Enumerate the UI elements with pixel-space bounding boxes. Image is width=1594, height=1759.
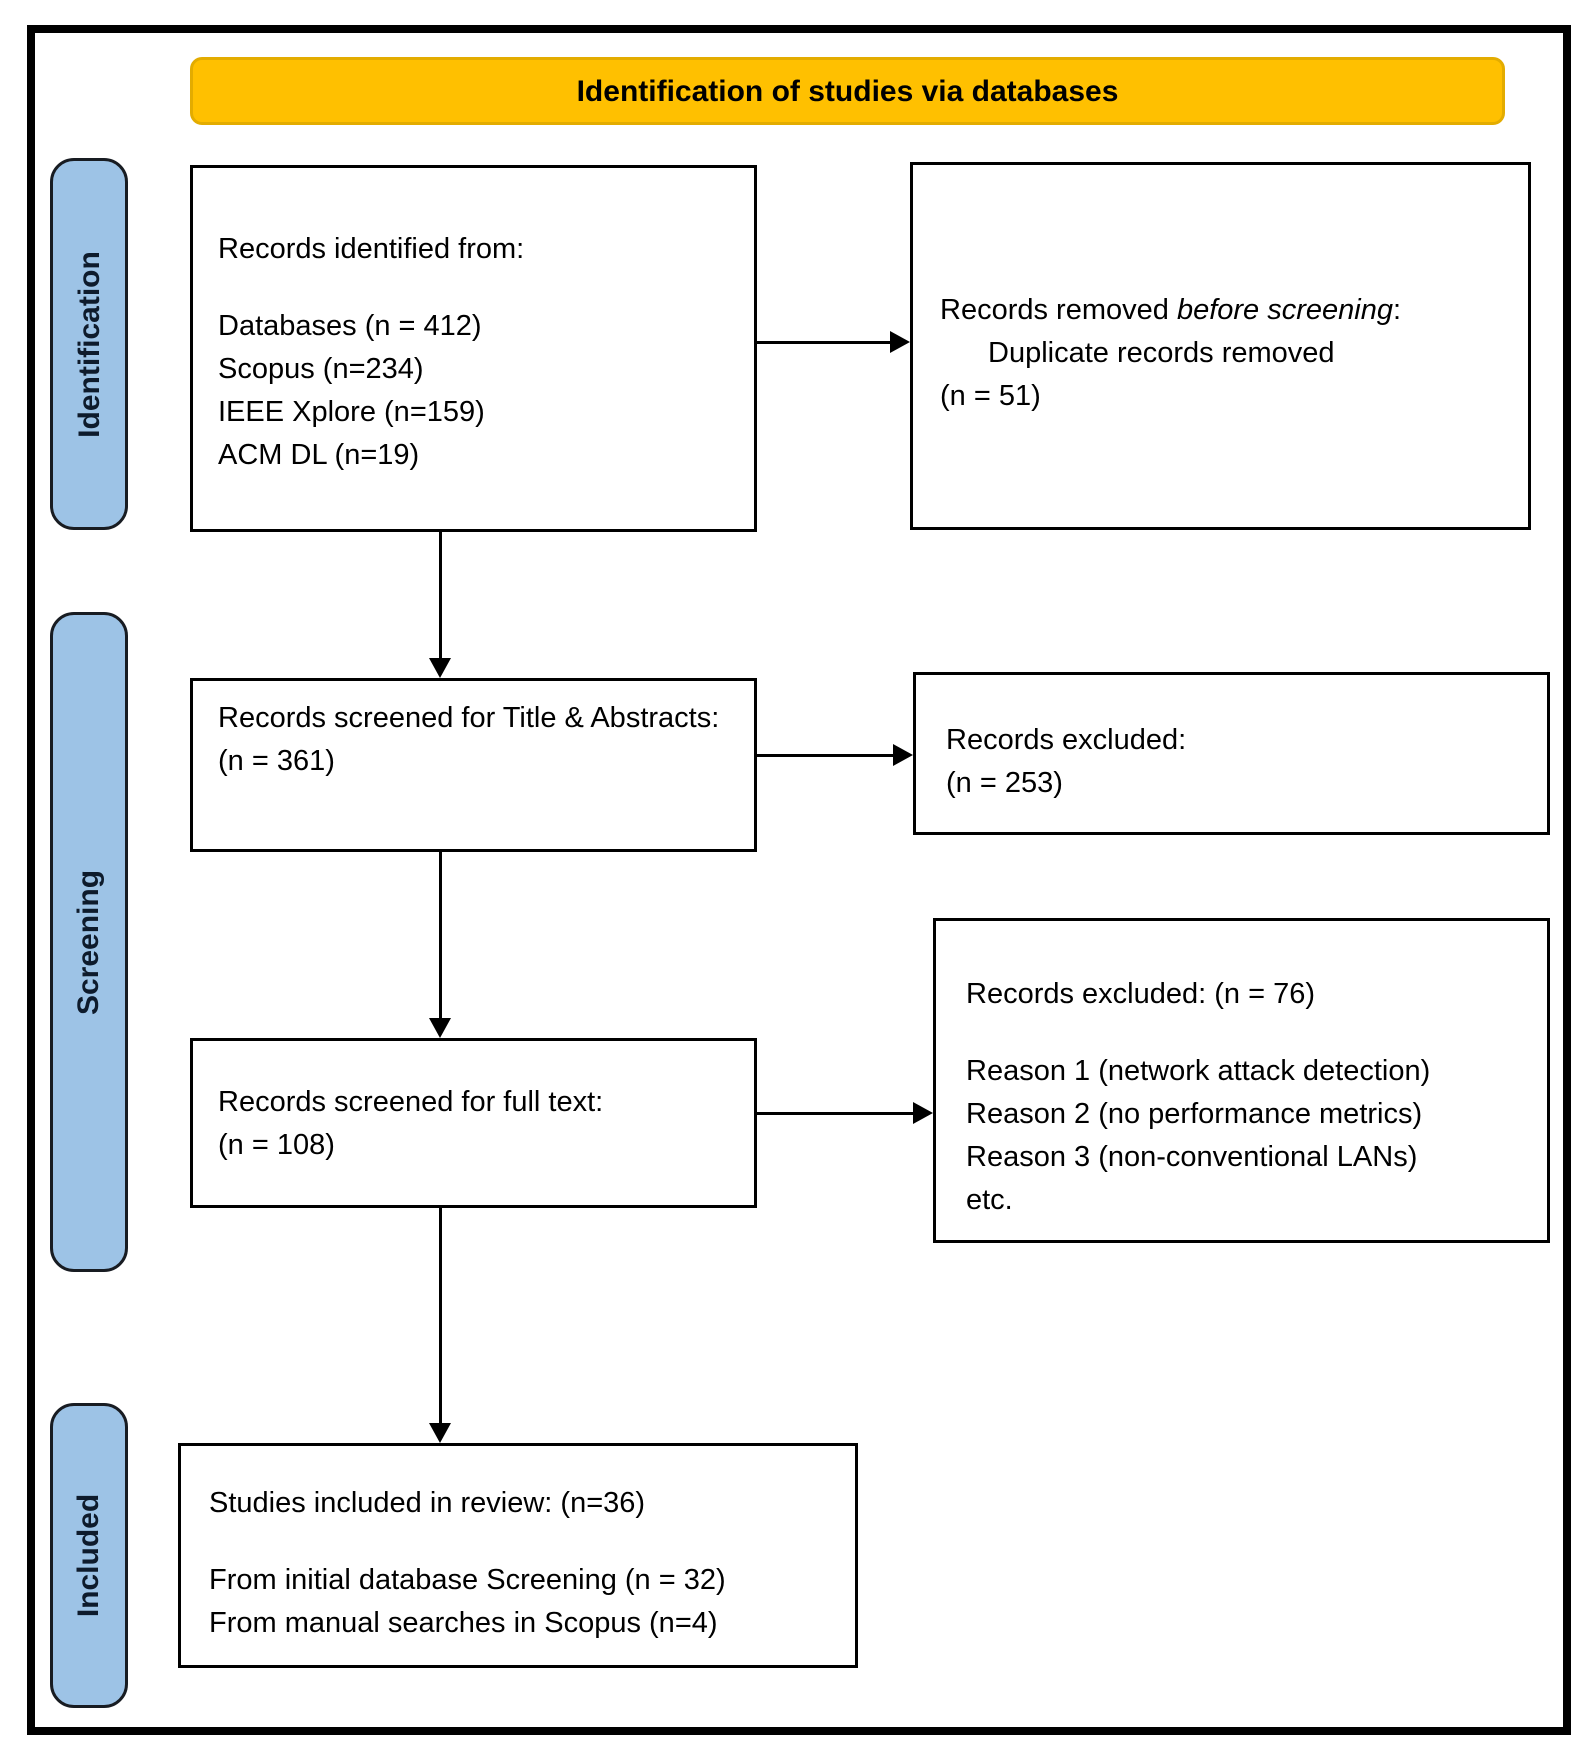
duplicates-removed-text: Duplicate records removed (988, 337, 1335, 369)
arrow-fulltext-to-included (439, 1208, 442, 1425)
stage-screening-label: Screening (72, 869, 106, 1015)
exclusion-reason-etc: etc. (966, 1184, 1013, 1216)
blank-line (218, 271, 736, 305)
source-acm-dl: ACM DL (n=19) (218, 439, 420, 471)
outer-frame (27, 25, 1571, 1735)
stage-included: Included (50, 1403, 128, 1708)
box-full-text-screening: Records screened for full text: (n = 108… (190, 1038, 757, 1208)
stage-identification-label: Identification (72, 250, 106, 438)
exclusion-reason-1: Reason 1 (network attack detection) (966, 1055, 1431, 1087)
duplicates-removed-count: (n = 51) (940, 380, 1041, 412)
included-from-database: From initial database Screening (n = 32) (209, 1564, 726, 1596)
records-removed-emphasis: before screening (1176, 294, 1393, 326)
box-studies-included: Studies included in review: (n=36) From … (178, 1443, 858, 1668)
records-removed-prefix: Records removed (940, 294, 1177, 326)
records-identified-heading: Records identified from: (218, 233, 525, 265)
banner: Identification of studies via databases (190, 57, 1505, 125)
arrowhead-down-icon (429, 1018, 451, 1038)
arrowhead-right-icon (890, 331, 910, 353)
box-records-removed-before-screening: Records removed before screening: Duplic… (910, 162, 1531, 530)
box-records-identified: Records identified from: Databases (n = … (190, 165, 757, 532)
box-records-excluded-title-abstract: Records excluded: (n = 253) (913, 672, 1550, 835)
arrow-title-to-fulltext-screening (439, 852, 442, 1020)
records-removed-suffix: : (1392, 294, 1402, 326)
blank-line (209, 1525, 837, 1559)
stage-identification: Identification (50, 158, 128, 530)
source-databases: Databases (n = 412) (218, 310, 482, 342)
full-text-excluded-heading: Records excluded: (n = 76) (966, 978, 1315, 1010)
title-abstract-screening-count: (n = 361) (218, 745, 335, 777)
arrow-identified-to-removed (757, 341, 894, 344)
exclusion-reason-2: Reason 2 (no performance metrics) (966, 1098, 1423, 1130)
source-scopus: Scopus (n=234) (218, 353, 424, 385)
title-abstract-screening-text: Records screened for Title & Abstracts: (218, 702, 720, 734)
full-text-screening-count: (n = 108) (218, 1129, 335, 1161)
exclusion-reason-3: Reason 3 (non-conventional LANs) (966, 1141, 1418, 1173)
box-records-excluded-full-text: Records excluded: (n = 76) Reason 1 (net… (933, 918, 1550, 1243)
stage-included-label: Included (72, 1493, 106, 1618)
blank-line (966, 1016, 1535, 1050)
arrowhead-down-icon (429, 658, 451, 678)
arrowhead-right-icon (913, 1102, 933, 1124)
records-excluded-count: (n = 253) (946, 767, 1063, 799)
included-from-manual: From manual searches in Scopus (n=4) (209, 1607, 718, 1639)
arrowhead-down-icon (429, 1423, 451, 1443)
arrow-title-to-excluded (757, 754, 895, 757)
banner-title: Identification of studies via databases (576, 74, 1119, 108)
source-ieee-xplore: IEEE Xplore (n=159) (218, 396, 485, 428)
box-title-abstract-screening: Records screened for Title & Abstracts: … (190, 678, 757, 852)
studies-included-heading: Studies included in review: (n=36) (209, 1487, 646, 1519)
arrow-identified-to-title-screening (439, 532, 442, 660)
arrowhead-right-icon (893, 744, 913, 766)
full-text-screening-text: Records screened for full text: (218, 1086, 604, 1118)
records-removed-line: Records removed before screening: (940, 289, 1513, 332)
records-excluded-text: Records excluded: (946, 724, 1187, 756)
stage-screening: Screening (50, 612, 128, 1272)
arrow-fulltext-to-excluded (757, 1112, 915, 1115)
